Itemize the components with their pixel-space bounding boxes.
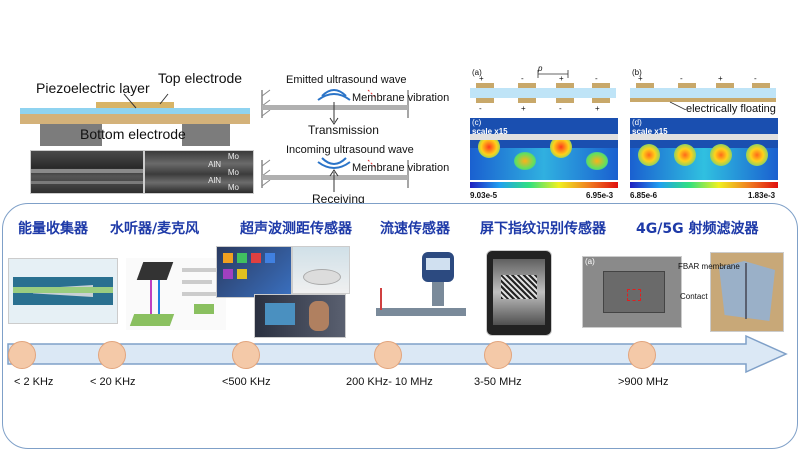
frequency-dot-3 <box>232 341 260 369</box>
sem-label-aln-2: AlN <box>208 176 221 185</box>
fbar-photo <box>710 252 784 332</box>
frequency-label-4: 200 KHz- 10 MHz <box>346 376 433 388</box>
panel-b-structure <box>630 83 776 110</box>
monitor-screen-image <box>254 294 346 338</box>
contact-label: Contact <box>680 292 708 301</box>
panel-c-label: (c) <box>472 118 482 127</box>
sign-a-bot-4: + <box>595 104 600 113</box>
sign-a-top-1: + <box>479 74 484 83</box>
panel-d-scale: scale x15 <box>632 127 668 136</box>
electrically-floating-label: electrically floating <box>686 103 776 115</box>
sign-a-bot-2: + <box>521 104 526 113</box>
fingerprint-phone-image <box>486 250 552 336</box>
panel-a-structure <box>470 70 616 103</box>
sign-a-top-3: + <box>559 74 564 83</box>
tablet-image <box>216 246 292 298</box>
robot-vacuum-image <box>292 246 350 294</box>
panel-a-label: (a) <box>472 68 482 77</box>
panel-c-scale: scale x15 <box>472 127 508 136</box>
frequency-label-6: >900 MHz <box>618 376 669 388</box>
app-title-rf-filter: 4G/5G 射频滤波器 <box>636 221 759 237</box>
panel-d-max: 1.83e-3 <box>748 191 776 200</box>
emitted-wave-label: Emitted ultrasound wave <box>286 74 407 86</box>
app-title-hydrophone-microphone: 水听器/麦克风 <box>110 221 200 237</box>
sem-tag: (a) <box>585 257 595 266</box>
sem-label-mo-1: Mo <box>227 152 239 161</box>
sign-a-bot-3: - <box>559 104 562 113</box>
panel-d-simulation <box>630 118 778 180</box>
top-electrode-label: Top electrode <box>158 70 243 86</box>
flow-sensor-image <box>372 250 472 330</box>
membrane-vibration-label-2: Membrane vibration <box>352 162 450 174</box>
panel-c-colorbar <box>470 182 618 188</box>
panel-c-simulation <box>470 118 618 180</box>
fbar-membrane-label: FBAR membrane <box>678 262 740 271</box>
sign-b-top-3: + <box>718 74 723 83</box>
frequency-dot-1 <box>8 341 36 369</box>
hydrophone-microphone-image <box>126 258 226 330</box>
app-title-energy-harvester: 能量收集器 <box>18 221 88 237</box>
frequency-dot-6 <box>628 341 656 369</box>
sem-image-left <box>30 150 144 194</box>
bottom-electrode-label: Bottom electrode <box>80 126 186 142</box>
frequency-label-2: < 20 KHz <box>90 376 136 388</box>
panel-d-label: (d) <box>632 118 642 127</box>
receiving-beam <box>261 157 409 192</box>
sign-a-top-2: - <box>521 74 524 83</box>
transmission-caption: Transmission <box>308 123 379 137</box>
sign-a-bot-1: - <box>479 104 482 113</box>
sign-a-top-4: - <box>595 74 598 83</box>
pointer-lines <box>123 93 169 109</box>
fbar-cross-section <box>20 102 250 146</box>
panel-d-min: 6.85e-6 <box>630 191 658 200</box>
membrane-vibration-label-1: Membrane vibration <box>352 92 450 104</box>
app-title-ultrasonic-ranging: 超声波测距传感器 <box>240 221 352 237</box>
frequency-dot-2 <box>98 341 126 369</box>
app-title-flow-sensor: 流速传感器 <box>380 221 450 237</box>
sign-b-top-1: + <box>638 74 643 83</box>
panel-c-min: 9.03e-5 <box>470 191 498 200</box>
sign-b-top-4: - <box>754 74 757 83</box>
sem-image-right: Mo AlN Mo AlN Mo <box>144 150 254 194</box>
frequency-label-3: <500 KHz <box>222 376 271 388</box>
sign-b-top-2: - <box>680 74 683 83</box>
piezoelectric-layer-label: Piezoelectric layer <box>36 80 150 96</box>
panel-d-colorbar <box>630 182 778 188</box>
panel-c-max: 6.95e-3 <box>586 191 614 200</box>
frequency-dot-5 <box>484 341 512 369</box>
receiving-caption: Receiving <box>312 192 365 206</box>
incoming-wave-label: Incoming ultrasound wave <box>286 144 414 156</box>
sem-label-mo-3: Mo <box>227 183 239 192</box>
panel-b-label: (b) <box>632 68 642 77</box>
frequency-dot-4 <box>374 341 402 369</box>
app-title-fingerprint-sensor: 屏下指纹识别传感器 <box>480 221 606 237</box>
sem-label-mo-2: Mo <box>227 168 239 177</box>
energy-harvester-image <box>8 258 118 324</box>
frequency-label-1: < 2 KHz <box>14 376 54 388</box>
transmission-beam <box>261 89 409 125</box>
frequency-label-5: 3-50 MHz <box>474 376 522 388</box>
sem-label-aln-1: AlN <box>208 160 221 169</box>
pitch-label: p <box>538 64 543 73</box>
fbar-sem-image: (a) <box>582 256 682 328</box>
